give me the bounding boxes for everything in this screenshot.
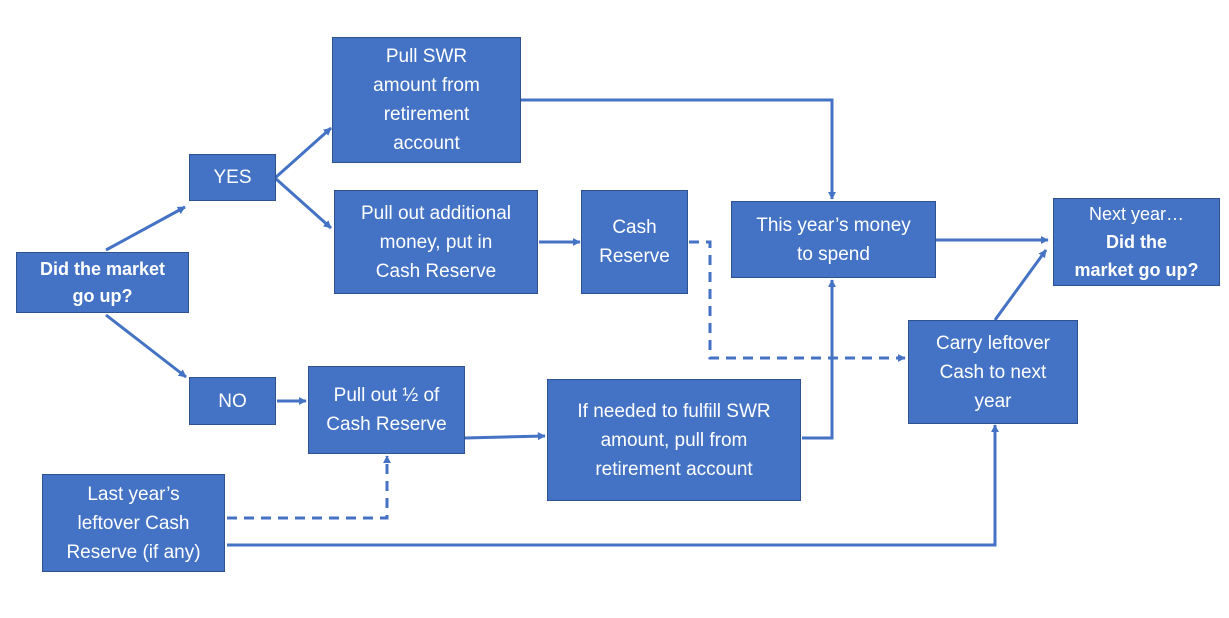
node-label-line: NO <box>218 390 247 412</box>
node-label-line: Pull out ½ of <box>333 385 440 406</box>
node-label-line: This year’s money <box>756 214 911 236</box>
node-label-line: retirement <box>383 104 470 125</box>
arrow-last-year-to-pull-half <box>227 455 391 520</box>
next-year-box: Next year… Did the market go up? <box>1053 198 1220 286</box>
node-label: If needed to fulfill SWR amount, pull fro… <box>577 397 770 484</box>
node-label-line: amount from <box>373 75 480 96</box>
node-label-line: Did the market <box>39 258 166 279</box>
node-label-line: money, put in <box>379 231 493 253</box>
node-label-line: to spend <box>797 243 870 265</box>
node-label-line: Cash Reserve <box>326 414 447 435</box>
this-years-money-box: This year’s money to spend <box>731 201 936 278</box>
node-label-line: Reserve <box>599 246 670 267</box>
yes-box: YES <box>189 154 276 201</box>
node-label: Pull out additional money, put in Cash Res… <box>361 199 511 286</box>
arrow-start-to-yes <box>105 205 186 252</box>
node-label-line: If needed to fulfill SWR <box>577 400 771 422</box>
node-label-line: Did the <box>1105 232 1167 252</box>
node-label: Pull out ½ of Cash Reserve <box>326 381 446 439</box>
node-label-line: amount, pull from <box>600 429 748 451</box>
arrow-pull-half-to-if-needed <box>464 432 546 441</box>
node-label: Next year… Did the market go up? <box>1074 200 1198 284</box>
node-label-line: year <box>974 390 1012 412</box>
node-label: YES <box>213 163 251 192</box>
node-label-line: market go up? <box>1074 260 1199 280</box>
node-label-line: Pull SWR <box>385 46 468 67</box>
arrow-carry-leftover-to-next-year <box>993 249 1048 321</box>
node-label-line: Reserve (if any) <box>66 541 201 563</box>
arrow-if-needed-to-this-year <box>802 279 836 440</box>
pull-additional-box: Pull out additional money, put in Cash Res… <box>334 190 538 294</box>
arrow-pull-swr-to-this-year <box>521 98 836 200</box>
node-label-line: Cash to next <box>939 361 1047 383</box>
node-label-line: leftover Cash <box>77 512 190 534</box>
pull-swr-box: Pull SWR amount from retirement account <box>332 37 521 163</box>
pull-half-cash-reserve-box: Pull out ½ of Cash Reserve <box>308 366 465 454</box>
node-label: Pull SWR amount from retirement account <box>373 42 480 158</box>
arrow-last-year-to-carry-leftover <box>227 424 999 547</box>
node-label-line: Next year… <box>1088 204 1184 224</box>
node-label-line: account <box>393 133 460 154</box>
node-label-line: retirement account <box>595 458 753 480</box>
node-label-line: YES <box>213 167 252 188</box>
node-label-line: Cash Reserve <box>375 260 497 282</box>
node-label-line: Cash <box>612 217 657 238</box>
node-label: This year’s money to spend <box>756 211 911 269</box>
arrow-start-to-no <box>105 313 187 379</box>
node-label: Did the market go up? <box>40 256 165 310</box>
node-label: NO <box>218 387 247 416</box>
node-label-line: Last year’s <box>87 483 180 505</box>
node-label-line: go up? <box>72 285 133 306</box>
arrow-yes-to-pull-swr <box>274 126 332 180</box>
arrow-yes-to-pull-additional <box>274 176 332 230</box>
node-label-line: Pull out additional <box>361 202 511 224</box>
no-box: NO <box>189 377 276 425</box>
if-needed-box: If needed to fulfill SWR amount, pull fro… <box>547 379 801 501</box>
node-label-line: Carry leftover <box>935 332 1051 354</box>
did-the-market-go-up-box: Did the market go up? <box>16 252 189 313</box>
